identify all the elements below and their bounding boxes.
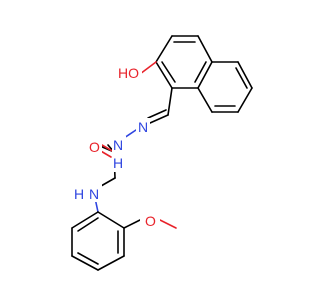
bond-ar2-ome [123,219,141,229]
structure-canvas: HO O N N H N H O [71,35,253,271]
bond-c3-c4a [197,35,213,63]
bond-ar6-ar1 [71,211,99,229]
amine-h-label: H [74,186,84,202]
bond-ar4-ar5 [71,255,99,271]
bond-c6-c7 [237,87,253,113]
methoxy-o-label: O [145,213,156,229]
bond-ar3-ar4 [97,255,125,271]
amine-n-label: N [89,186,99,202]
carbonyl-oxygen-label: O [89,139,100,155]
molecule-structure: HO O N N H N H O [71,35,253,271]
bond-c4a-c8a [197,61,213,89]
bond-c5-c6 [237,61,253,89]
bond-c4a-c8a-double [194,61,207,83]
bond-o-ch3 [159,219,177,229]
bond-ch2-nh [100,177,116,187]
hydrazone-n1-label: N [138,119,148,135]
bond-ch-n1-double [147,109,167,119]
hydroxyl-label: HO [118,65,139,81]
bond-ar4-ar5-double [77,252,99,265]
hydrazone-nh-h-label: H [113,155,123,171]
bond-c1prime-c1 [155,61,173,89]
hydrazone-nh-label: N [113,137,123,153]
bond-ar1-ar2 [97,211,125,229]
bond-c8-c8a [197,87,213,113]
bond-c1prime-c1-double [161,61,176,83]
bond-ch-n1 [149,114,169,124]
bond-ar6-ar1-double [77,217,99,232]
bond-c5-c6-double [235,67,248,89]
bond-c1-c2 [155,35,173,63]
bond-c1-oh [139,61,157,75]
bond-c1prime-ch [167,87,173,116]
